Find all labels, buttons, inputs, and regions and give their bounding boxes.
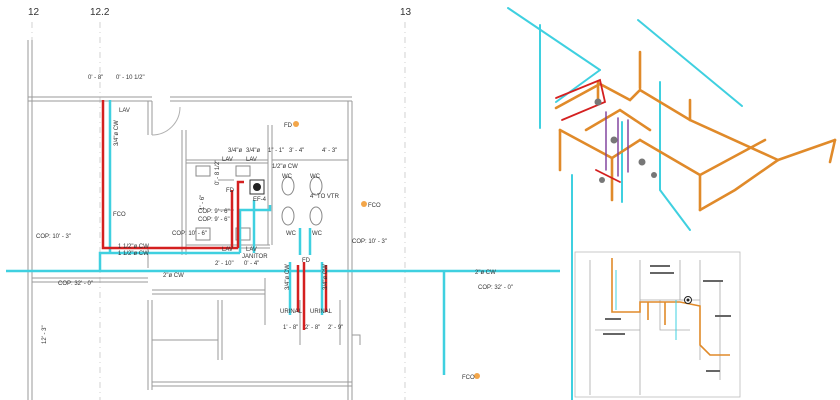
floor-drain-label: FD: [302, 258, 311, 264]
dim-label: 1 1/2"ø CW: [118, 251, 149, 257]
grid-label-13: 13: [400, 7, 412, 18]
cleanout-label: FCO: [113, 212, 126, 218]
dim-label: 0' - 10 1/2": [116, 75, 145, 81]
dim-label: 0' - 8": [88, 75, 103, 81]
room-label: LAV: [119, 108, 130, 114]
room-label: LAV: [246, 247, 257, 253]
dim-label: COP: 32' - 0": [478, 285, 513, 291]
isometric-piping-view: [507, 7, 837, 400]
room-label: LAV: [246, 157, 257, 163]
grid-label-12: 12: [28, 7, 40, 18]
room-label: WC: [286, 231, 297, 237]
room-label: WC: [282, 174, 293, 180]
plan-labels: 0' - 8" 0' - 10 1/2" LAV FCO 3/4"ø 3/4"ø…: [36, 75, 513, 381]
floor-drain-label: FD: [226, 188, 235, 194]
room-label: WC: [310, 174, 321, 180]
dim-label: 1" - 1": [268, 148, 284, 154]
mini-plan-view: [574, 251, 741, 398]
exhaust-fan-symbol: [249, 179, 265, 195]
dim-label: 2' - 9": [328, 325, 343, 331]
dim-label: 0' - 8 1/2": [215, 160, 221, 185]
dim-label: 4" TO VTR: [310, 194, 340, 200]
room-label: LAV: [222, 247, 233, 253]
room-label: WC: [312, 231, 323, 237]
floor-drain-label: FD: [284, 123, 293, 129]
dim-label: 3/4"ø: [246, 148, 260, 154]
cleanout-label: FCO: [368, 203, 381, 209]
dim-label: COP: 9' - 6": [198, 209, 230, 215]
cold-water-piping: [6, 100, 560, 375]
dim-label: 1/2"ø CW: [272, 164, 298, 170]
dim-label: 2"ø CW: [163, 273, 184, 279]
cleanout-label: FCO: [462, 375, 475, 381]
hot-water-piping: [101, 100, 328, 330]
dim-label: 3/4"ø: [228, 148, 242, 154]
dim-label: 3/4"ø CW: [285, 264, 291, 290]
dim-label: 2' - 8": [305, 325, 320, 331]
dim-label: COP: 10' - 6": [172, 231, 207, 237]
dim-label: 0' - 4": [244, 261, 259, 267]
grid-label-12-2: 12.2: [90, 7, 110, 18]
dim-label: 1 1/2"ø CW: [118, 244, 149, 250]
room-label: JANITOR: [242, 254, 268, 260]
room-label: URINAL: [280, 309, 303, 315]
dim-label: 3' - 4": [289, 148, 304, 154]
dim-label: 12' - 3": [42, 325, 48, 344]
room-label: LAV: [222, 157, 233, 163]
room-label: URINAL: [310, 309, 333, 315]
exhaust-fan-label: EF-4: [253, 197, 267, 203]
dim-label: 2"ø CW: [475, 270, 496, 276]
dim-label: 1' - 6": [200, 195, 206, 210]
cleanout-markers: [293, 121, 480, 379]
dim-label: COP: 10' - 3": [36, 234, 71, 240]
dim-label: 3/4"ø CW: [323, 264, 329, 290]
dim-label: 4' - 3": [322, 148, 337, 154]
dim-label: COP: 10' - 3": [352, 239, 387, 245]
walls: [27, 40, 361, 400]
toilet-fixtures: [195, 165, 323, 241]
dim-label: COP: 32' - 0": [58, 281, 93, 287]
dim-label: 1' - 8": [283, 325, 298, 331]
dim-label: COP: 9' - 6": [198, 217, 230, 223]
dim-label: 3/4"ø CW: [114, 120, 120, 146]
dim-label: 2' - 10": [215, 261, 234, 267]
